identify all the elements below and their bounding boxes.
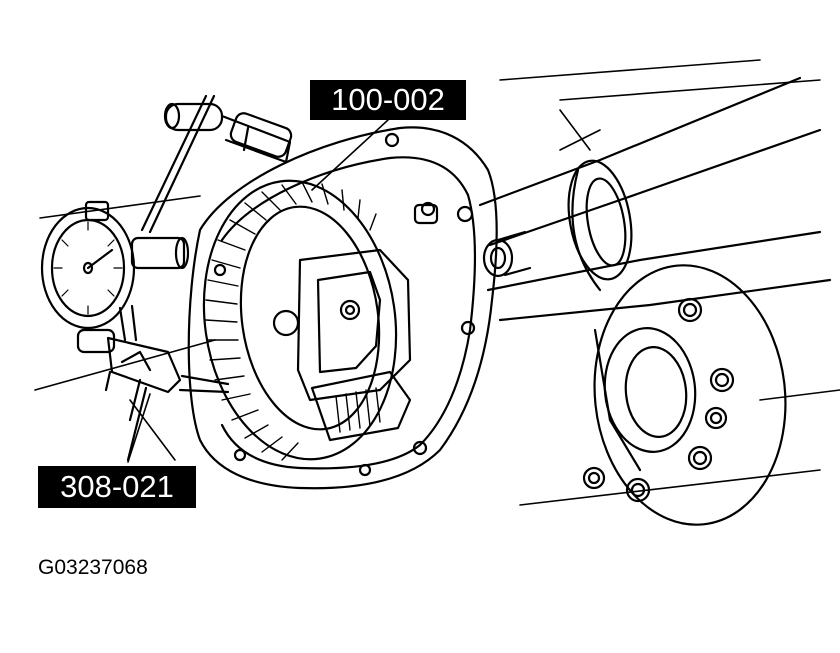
- dial-indicator: [40, 200, 190, 342]
- carrier-housing: [187, 126, 498, 490]
- background-lines: [34, 59, 840, 506]
- leader-lines: [127, 119, 389, 463]
- figure-id: G03237068: [38, 556, 148, 579]
- tool-callout-100-002: 100-002: [310, 80, 466, 120]
- magnetic-base: [76, 328, 230, 462]
- housing-stud: [482, 230, 532, 278]
- indicator-holder: [140, 94, 293, 234]
- axle-housing: [478, 76, 832, 322]
- differential-case: [296, 201, 439, 442]
- axle-flange: [582, 264, 787, 526]
- tool-callout-308-021: 308-021: [38, 466, 196, 508]
